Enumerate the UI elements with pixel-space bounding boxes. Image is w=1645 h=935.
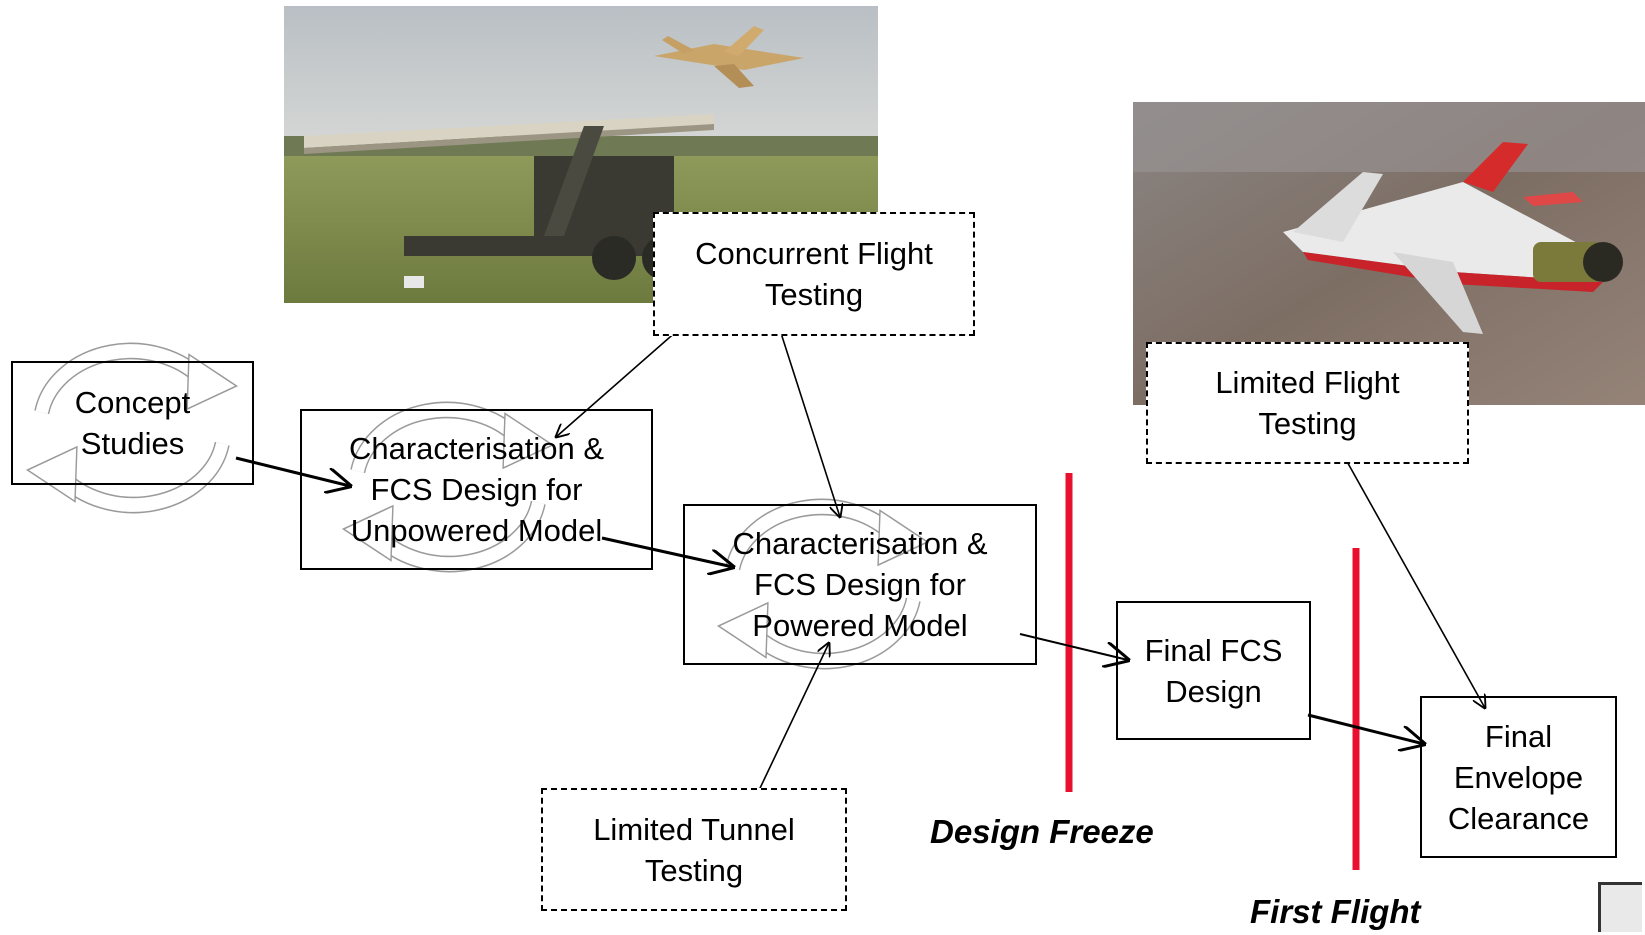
final-envelope-clearance-label: Final Envelope Clearance: [1447, 718, 1590, 836]
concept-studies-label: Concept Studies: [74, 385, 191, 461]
concurrent-flight-testing-label: Concurrent Flight Testing: [695, 236, 933, 312]
launcher-photo: [284, 6, 878, 303]
final-fcs-design-box: Final FCS Design: [1116, 601, 1311, 740]
corner-frame-fragment: [1598, 882, 1642, 932]
arrow-concurrent-to-powered: [779, 329, 840, 517]
limited-flight-testing-box: Limited Flight Testing: [1146, 342, 1469, 464]
arrow-tunnel-to-powered: [751, 643, 829, 806]
unpowered-model-box: Characterisation & FCS Design for Unpowe…: [300, 409, 653, 570]
final-envelope-clearance-box: Final Envelope Clearance: [1420, 696, 1617, 858]
powered-model-box: Characterisation & FCS Design for Powere…: [683, 504, 1037, 665]
limited-flight-testing-label: Limited Flight Testing: [1215, 365, 1400, 441]
limited-tunnel-testing-label: Limited Tunnel Testing: [593, 811, 795, 888]
design-freeze-label: Design Freeze: [930, 813, 1154, 850]
concept-studies-box: Concept Studies: [11, 361, 254, 485]
first-flight-label: First Flight: [1250, 893, 1421, 930]
arrow-limitedflight-to-envelope: [1344, 457, 1485, 708]
concurrent-flight-testing-box: Concurrent Flight Testing: [653, 212, 975, 336]
powered-model-label: Characterisation & FCS Design for Powere…: [732, 526, 988, 643]
limited-tunnel-testing-box: Limited Tunnel Testing: [541, 788, 847, 911]
arrow-finalfcs-to-envelope: [1307, 713, 1424, 744]
final-fcs-design-label: Final FCS Design: [1144, 632, 1283, 709]
unpowered-model-label: Characterisation & FCS Design for Unpowe…: [348, 431, 604, 548]
